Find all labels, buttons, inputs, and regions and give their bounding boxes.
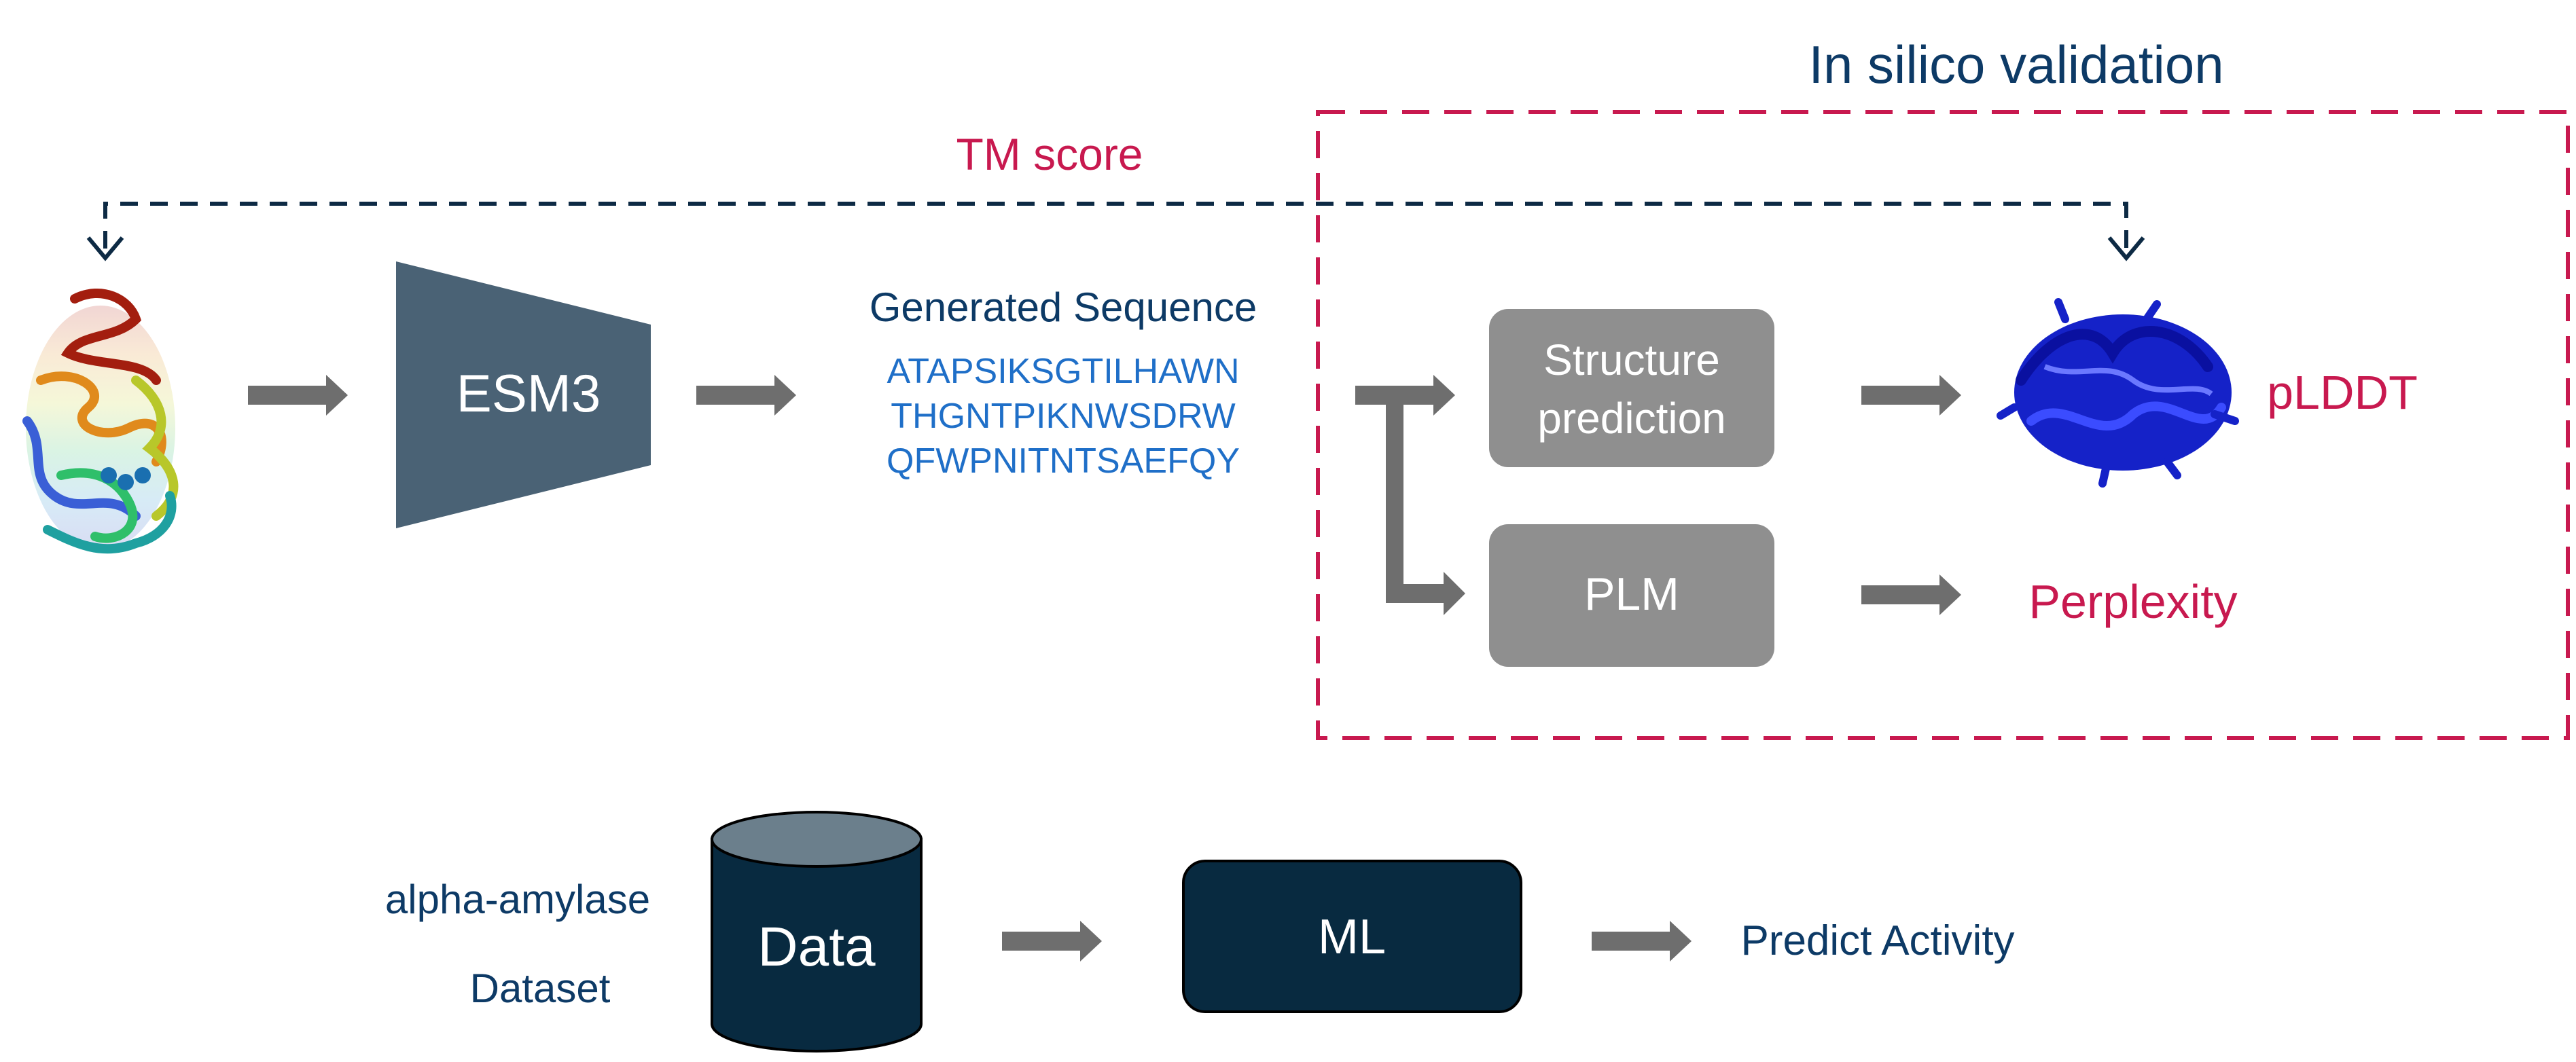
tm-score-label: TM score: [956, 129, 1143, 179]
structure-prediction-box: [1489, 309, 1774, 467]
arrow-ml-to-predict: [1592, 921, 1692, 962]
plddt-label: pLDDT: [2267, 366, 2418, 419]
arrow-branch-to-plm: [1386, 405, 1465, 615]
ml-label: ML: [1318, 910, 1386, 964]
ml-box: [1182, 860, 1522, 1013]
data-label: Data: [757, 916, 876, 978]
tm-score-arrowhead-left: [86, 236, 124, 261]
sequence-line-1: ATAPSIKSGTILHAWN: [887, 352, 1239, 391]
validation-title: In silico validation: [1808, 35, 2223, 94]
data-cylinder-icon: [711, 811, 923, 1052]
arrow-plm-to-perplexity: [1861, 574, 1961, 615]
arrow-esm3-to-sequence: [696, 375, 796, 416]
structure-prediction-label-line1: Structure: [1543, 335, 1720, 384]
sequence-line-2: THGNTPIKNWSDRW: [891, 397, 1235, 436]
arrow-protein-to-esm3: [248, 375, 348, 416]
tm-score-loop-line: [103, 202, 2128, 250]
esm3-label: ESM3: [457, 363, 601, 423]
input-protein-structure-icon: [22, 289, 179, 554]
arrow-to-structure-prediction: [1355, 375, 1455, 416]
tm-score-arrowhead-right: [2107, 236, 2145, 261]
dataset-label-line2: Dataset: [470, 966, 611, 1011]
perplexity-label: Perplexity: [2028, 575, 2237, 628]
arrow-structure-to-plddt: [1861, 375, 1961, 416]
predict-activity-label: Predict Activity: [1740, 917, 2014, 964]
structure-prediction-label-line2: prediction: [1537, 394, 1726, 443]
esm3-model-block: [396, 261, 651, 528]
arrow-data-to-ml: [1002, 921, 1102, 962]
dataset-label-line1: alpha-amylase: [385, 877, 650, 922]
validation-box: [1316, 110, 2570, 740]
predicted-structure-icon: [1997, 298, 2239, 488]
plm-box: [1489, 524, 1774, 667]
plm-label: PLM: [1584, 568, 1679, 620]
sequence-line-3: QFWPNITNTSAEFQY: [887, 441, 1240, 481]
generated-sequence-title: Generated Sequence: [870, 285, 1257, 330]
